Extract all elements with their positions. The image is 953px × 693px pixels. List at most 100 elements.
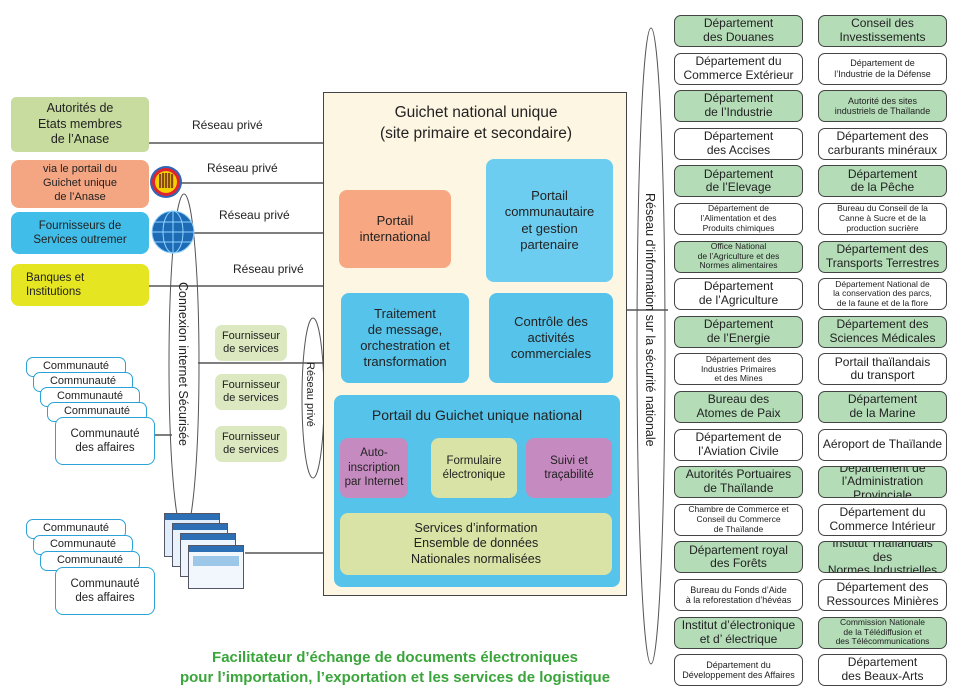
department-label: Département du	[695, 53, 782, 68]
department-label: Département	[847, 166, 918, 181]
provider-network-label: Réseau privé	[304, 362, 316, 427]
national-portal-title: Portail du Guichet unique national	[371, 407, 583, 423]
department-label: Département National de	[835, 278, 930, 289]
department-label: Bureau du Fonds d’Aide	[690, 584, 787, 595]
department-box: Aéroport de Thaïlande	[818, 428, 947, 461]
web-page-thumbnail	[188, 545, 244, 589]
department-label: Sciences Médicales	[829, 330, 936, 345]
department-label: Département des	[705, 353, 772, 364]
department-label: de l’Industrie	[704, 105, 773, 120]
department-label: l’Administration Provinciale	[841, 474, 924, 499]
department-label: de la Télédiffusion et	[843, 626, 922, 637]
department-label: Département des	[836, 317, 929, 331]
asean-emblem	[150, 166, 182, 198]
department-label: Conseil des	[851, 16, 914, 31]
anase-authorities-box: Autorités de Etats membres de l’Anase	[11, 97, 149, 152]
department-label: Bureau des	[707, 392, 770, 407]
department-label: Département	[703, 16, 774, 31]
department-label: Autorité des sites	[847, 95, 918, 106]
department-label: Office National	[710, 240, 767, 251]
department-label: Atomes de Paix	[696, 406, 781, 420]
department-label: de l’Elevage	[705, 180, 772, 195]
department-label: de l’Agriculture	[698, 293, 779, 308]
department-label: production sucrière	[846, 222, 919, 233]
department-label: Département des	[836, 580, 929, 595]
department-label: des Beaux-Arts	[841, 669, 924, 684]
department-label: Canne à Sucre et de la	[839, 213, 926, 224]
department-label: à la reforestation d’hévéas	[685, 595, 792, 605]
department-label: Aéroport de Thaïlande	[822, 436, 943, 451]
department-label: Département des	[836, 129, 929, 143]
department-label: des Forêts	[710, 556, 767, 571]
department-label: Institut Thaïlandais des	[832, 541, 933, 564]
department-label: Commerce Extérieur	[683, 67, 794, 82]
department-label: Département de	[695, 429, 782, 444]
banks-box: Banques et Institutions	[11, 264, 149, 306]
anase-single-window-box: via le portail du Guichet unique de l’An…	[11, 160, 149, 208]
department-label: Département	[703, 91, 774, 106]
department-label: et d’ électrique	[699, 631, 778, 646]
department-label: Institut d’électronique	[681, 617, 796, 632]
department-label: Produits chimiques	[702, 222, 775, 233]
department-label: Normes alimentaires	[699, 260, 778, 271]
national-portal: Portail du Guichet unique national Auto-…	[334, 395, 620, 587]
department-label: Département de	[708, 203, 769, 214]
department-label: Investissements	[839, 30, 926, 44]
department-label: Département de	[850, 58, 915, 69]
private-network-label-2: Réseau privé	[207, 161, 278, 175]
department-label: Département des	[836, 241, 929, 256]
department-label: Commerce Intérieur	[829, 518, 936, 533]
department-label: Développement des Affaires	[682, 670, 795, 681]
department-label: l’Alimentation et des	[700, 213, 777, 224]
department-label: de Thaïlande	[713, 523, 764, 534]
department-label: de la Pêche	[850, 180, 915, 195]
community-card: Communauté	[33, 535, 133, 555]
private-network-label-3: Réseau privé	[219, 208, 290, 222]
department-label: Normes Industrielles	[827, 563, 938, 574]
department-label: de l’Agriculture et des	[697, 250, 780, 261]
department-label: des Douanes	[703, 30, 774, 44]
department-label: Transports Terrestres	[825, 255, 940, 270]
security-network-ellipse	[636, 27, 666, 665]
guichet-title: Guichet national unique (site primaire e…	[379, 104, 573, 142]
department-label: Département	[703, 129, 774, 143]
department-label: Département	[703, 317, 774, 331]
department-label: Commission Nationale	[839, 616, 926, 627]
overseas-providers-box: Fournisseurs de Services outremer	[11, 212, 149, 254]
diagram-caption: Facilitateur d’échange de documents élec…	[179, 649, 611, 686]
department-label: de la Marine	[849, 406, 916, 420]
